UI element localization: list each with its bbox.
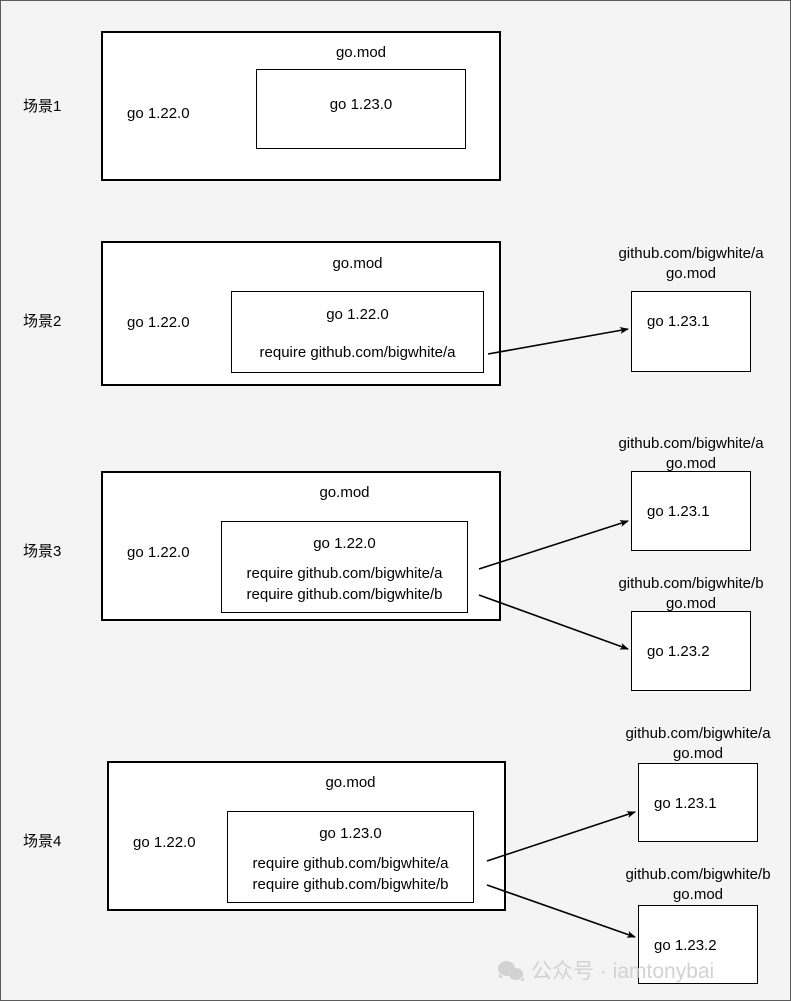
scene-3-dep-0-module: github.com/bigwhite/a (618, 435, 764, 452)
scene-3-inner-gomod-box (221, 521, 468, 613)
scene-3-dep-0-caption: github.com/bigwhite/a go.mod (596, 434, 786, 475)
scene-4-dep-0-go-version: go 1.23.1 (654, 795, 717, 812)
scene-3-gomod-caption: go.mod (319, 484, 370, 501)
scene-label-4: 场景4 (23, 833, 62, 850)
scene-4-dep-0-caption: github.com/bigwhite/a go.mod (603, 724, 790, 765)
scene-4-dep-1-module: github.com/bigwhite/b (625, 866, 771, 883)
scene-4-dep-0-box (638, 763, 758, 842)
scene-3-inner-require-1: require github.com/bigwhite/b (246, 586, 443, 603)
scene-2-inner-require-0: require github.com/bigwhite/a (259, 344, 456, 361)
scene-2-dep-0-module: github.com/bigwhite/a (618, 245, 764, 262)
scene-2-arrow-to-dep-0 (487, 326, 629, 355)
scene-3-dep-1-go-version: go 1.23.2 (647, 643, 710, 660)
scene-label-3: 场景3 (23, 543, 62, 560)
scene-4-outer-go-version: go 1.22.0 (133, 834, 196, 851)
scene-2-dep-0-box (631, 291, 751, 372)
scene-label-2: 场景2 (23, 313, 62, 330)
scene-3-outer-go-version: go 1.22.0 (127, 544, 190, 561)
scene-1-inner-go-version: go 1.23.0 (329, 96, 393, 113)
scene-3-dep-0-box (631, 471, 751, 551)
scene-4-dep-0-gomod: go.mod (672, 745, 724, 763)
scene-3-dep-1-gomod: go.mod (665, 595, 717, 613)
scene-2-dep-0-go-version: go 1.23.1 (647, 313, 710, 330)
scene-2-gomod-caption: go.mod (332, 255, 383, 272)
wechat-icon (498, 961, 524, 982)
scene-4-dep-1-gomod: go.mod (672, 886, 724, 904)
scene-4-inner-go-version: go 1.23.0 (319, 825, 382, 842)
scene-3-dep-0-go-version: go 1.23.1 (647, 503, 710, 520)
scene-4-inner-gomod-box (227, 811, 474, 903)
scene-3-inner-require-0: require github.com/bigwhite/a (246, 565, 443, 582)
scene-3-dep-1-module: github.com/bigwhite/b (618, 575, 764, 592)
scene-1-inner-gomod-box (256, 69, 466, 149)
scene-4-inner-require-0: require github.com/bigwhite/a (252, 855, 449, 872)
scene-2-dep-0-caption: github.com/bigwhite/a go.mod (596, 244, 786, 285)
scene-3-dep-1-caption: github.com/bigwhite/b go.mod (596, 574, 786, 615)
scene-2-outer-go-version: go 1.22.0 (127, 314, 190, 331)
watermark: 公众号 · iamtonybai (498, 961, 714, 982)
scene-4-dep-1-box (638, 905, 758, 984)
scene-1-gomod-caption: go.mod (335, 44, 387, 61)
scene-3-inner-go-version: go 1.22.0 (313, 535, 376, 552)
scene-2-dep-0-gomod: go.mod (665, 265, 717, 283)
watermark-text: 公众号 · iamtonybai (531, 960, 715, 983)
scene-4-dep-1-caption: github.com/bigwhite/b go.mod (603, 865, 790, 906)
scene-3-arrow-to-dep-0 (478, 520, 629, 570)
scene-2-inner-go-version: go 1.22.0 (326, 306, 389, 323)
scene-4-arrow-to-dep-0 (486, 811, 636, 862)
scene-2-inner-gomod-box (231, 291, 484, 373)
scene-1-outer-go-version: go 1.22.0 (127, 105, 190, 122)
scene-4-gomod-caption: go.mod (325, 774, 376, 791)
scene-label-1: 场景1 (23, 98, 62, 115)
scene-4-dep-1-go-version: go 1.23.2 (654, 937, 717, 954)
scene-3-dep-1-box (631, 611, 751, 691)
scene-3-dep-0-gomod: go.mod (665, 455, 717, 473)
scene-4-inner-require-1: require github.com/bigwhite/b (252, 876, 449, 893)
scene-4-dep-0-module: github.com/bigwhite/a (625, 725, 771, 742)
